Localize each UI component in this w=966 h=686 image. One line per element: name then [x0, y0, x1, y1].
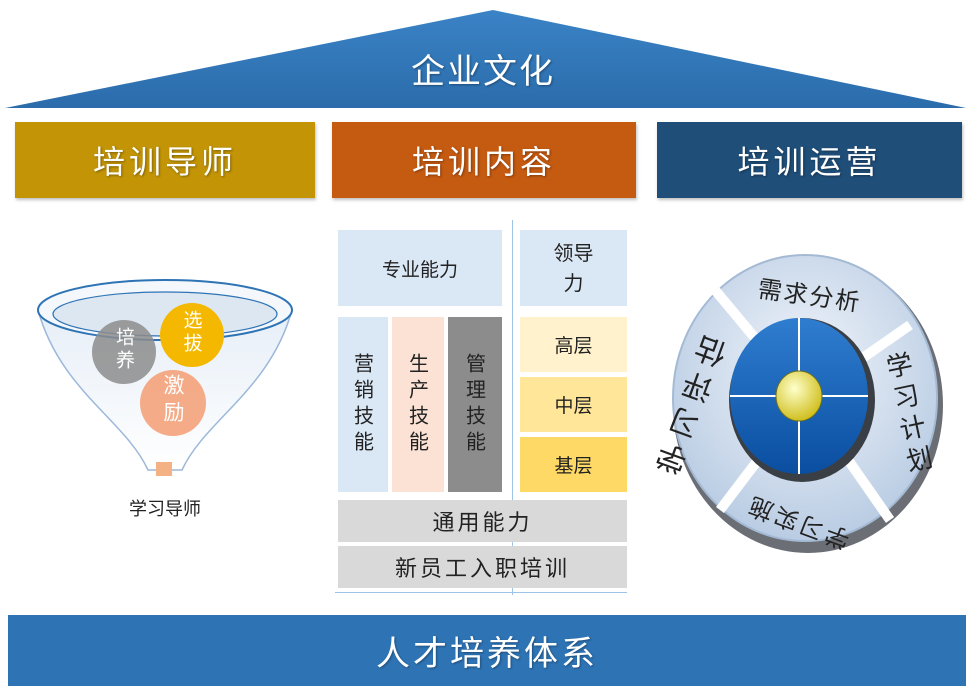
funnel-spout: [156, 462, 172, 476]
level-base: 基层: [520, 437, 627, 492]
wheel-center-knob: [775, 370, 823, 422]
select-label: 选拔: [180, 310, 203, 356]
leadership: 领导力: [520, 230, 627, 306]
grid-divider: [512, 220, 513, 595]
level-high: 高层: [520, 317, 627, 372]
cultivate-circle: [92, 320, 156, 384]
funnel-caption: 学习导师: [129, 499, 201, 520]
roof-banner: [5, 10, 966, 108]
skill-marketing: 营销技能: [338, 317, 388, 492]
grid-baseline: [335, 592, 627, 593]
skill-management: 管理技能: [448, 317, 502, 492]
pillar-operation: 培训运营: [657, 122, 962, 198]
cultivate-label: 培养: [113, 327, 135, 373]
general-ability: 通用能力: [338, 500, 627, 542]
motivate-label: 激励: [161, 374, 185, 428]
pillar-mentor: 培训导师: [15, 122, 315, 198]
professional-ability: 专业能力: [338, 230, 502, 306]
select-circle: [160, 303, 224, 367]
skill-production: 生产技能: [392, 317, 444, 492]
training-cycle-wheel: [672, 254, 943, 553]
pillar-content: 培训内容: [332, 122, 636, 198]
roof-title: 企业文化: [411, 52, 555, 92]
level-middle: 中层: [520, 377, 627, 432]
footer-banner: 人才培养体系: [8, 615, 966, 686]
motivate-circle: [140, 370, 206, 436]
onboarding-training: 新员工入职培训: [338, 546, 627, 588]
